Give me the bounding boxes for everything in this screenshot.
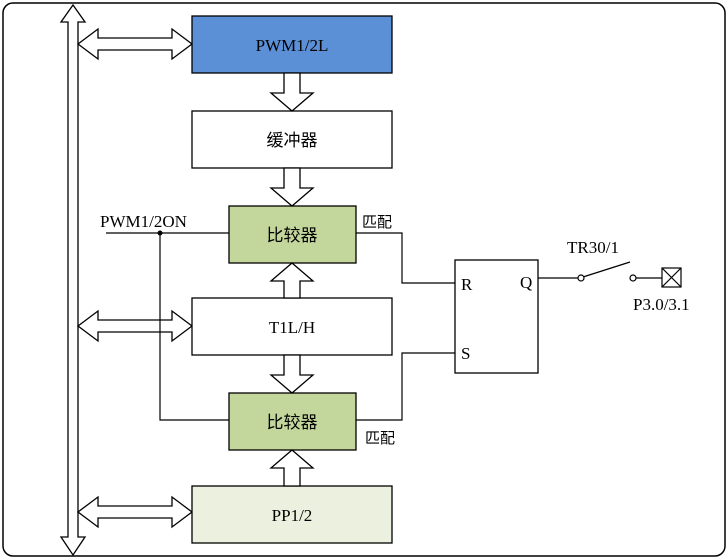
pwm-register-block <box>191 15 393 74</box>
buffer-label: 缓冲器 <box>267 131 318 151</box>
pwm-on-label: PWM1/2ON <box>100 212 187 231</box>
rs-flipflop <box>454 259 539 374</box>
flipflop-q: Q <box>520 273 532 292</box>
pp-register-block <box>191 485 393 544</box>
bus-arrow-pwm <box>76 27 194 61</box>
timer-block <box>191 297 393 356</box>
output-pin-icon <box>661 267 682 288</box>
system-bus <box>59 3 87 557</box>
timer-label: T1L/H <box>269 318 315 337</box>
match-top-label: 匹配 <box>362 213 392 231</box>
arrow-pp-to-comparator <box>269 449 315 487</box>
pp-register-label: PP1/2 <box>272 506 313 525</box>
flipflop-s: S <box>461 344 470 363</box>
switch-label: TR30/1 <box>567 238 619 257</box>
output-wiring <box>538 261 662 279</box>
comparator-top-label: 比较器 <box>267 226 318 246</box>
flipflop-r: R <box>461 275 473 294</box>
junction-dot <box>157 230 163 236</box>
bus-arrow-timer <box>76 309 194 343</box>
output-pin-label: P3.0/3.1 <box>633 295 690 314</box>
switch-contact-right <box>629 274 637 282</box>
switch-contact-left <box>577 274 585 282</box>
arrow-timer-to-comparator-top <box>269 262 315 299</box>
arrow-pwm-to-buffer <box>269 72 315 112</box>
arrow-timer-to-comparator-bottom <box>269 354 315 394</box>
pwm-register-label: PWM1/2L <box>256 36 329 55</box>
match-wiring <box>356 232 455 421</box>
arrow-buffer-to-comparator <box>269 167 315 207</box>
buffer-block <box>191 110 393 169</box>
match-bottom-label: 匹配 <box>365 429 395 447</box>
comparator-bottom-label: 比较器 <box>267 413 318 433</box>
pwm-on-wiring <box>106 232 229 421</box>
bus-arrow-pp <box>76 495 194 529</box>
